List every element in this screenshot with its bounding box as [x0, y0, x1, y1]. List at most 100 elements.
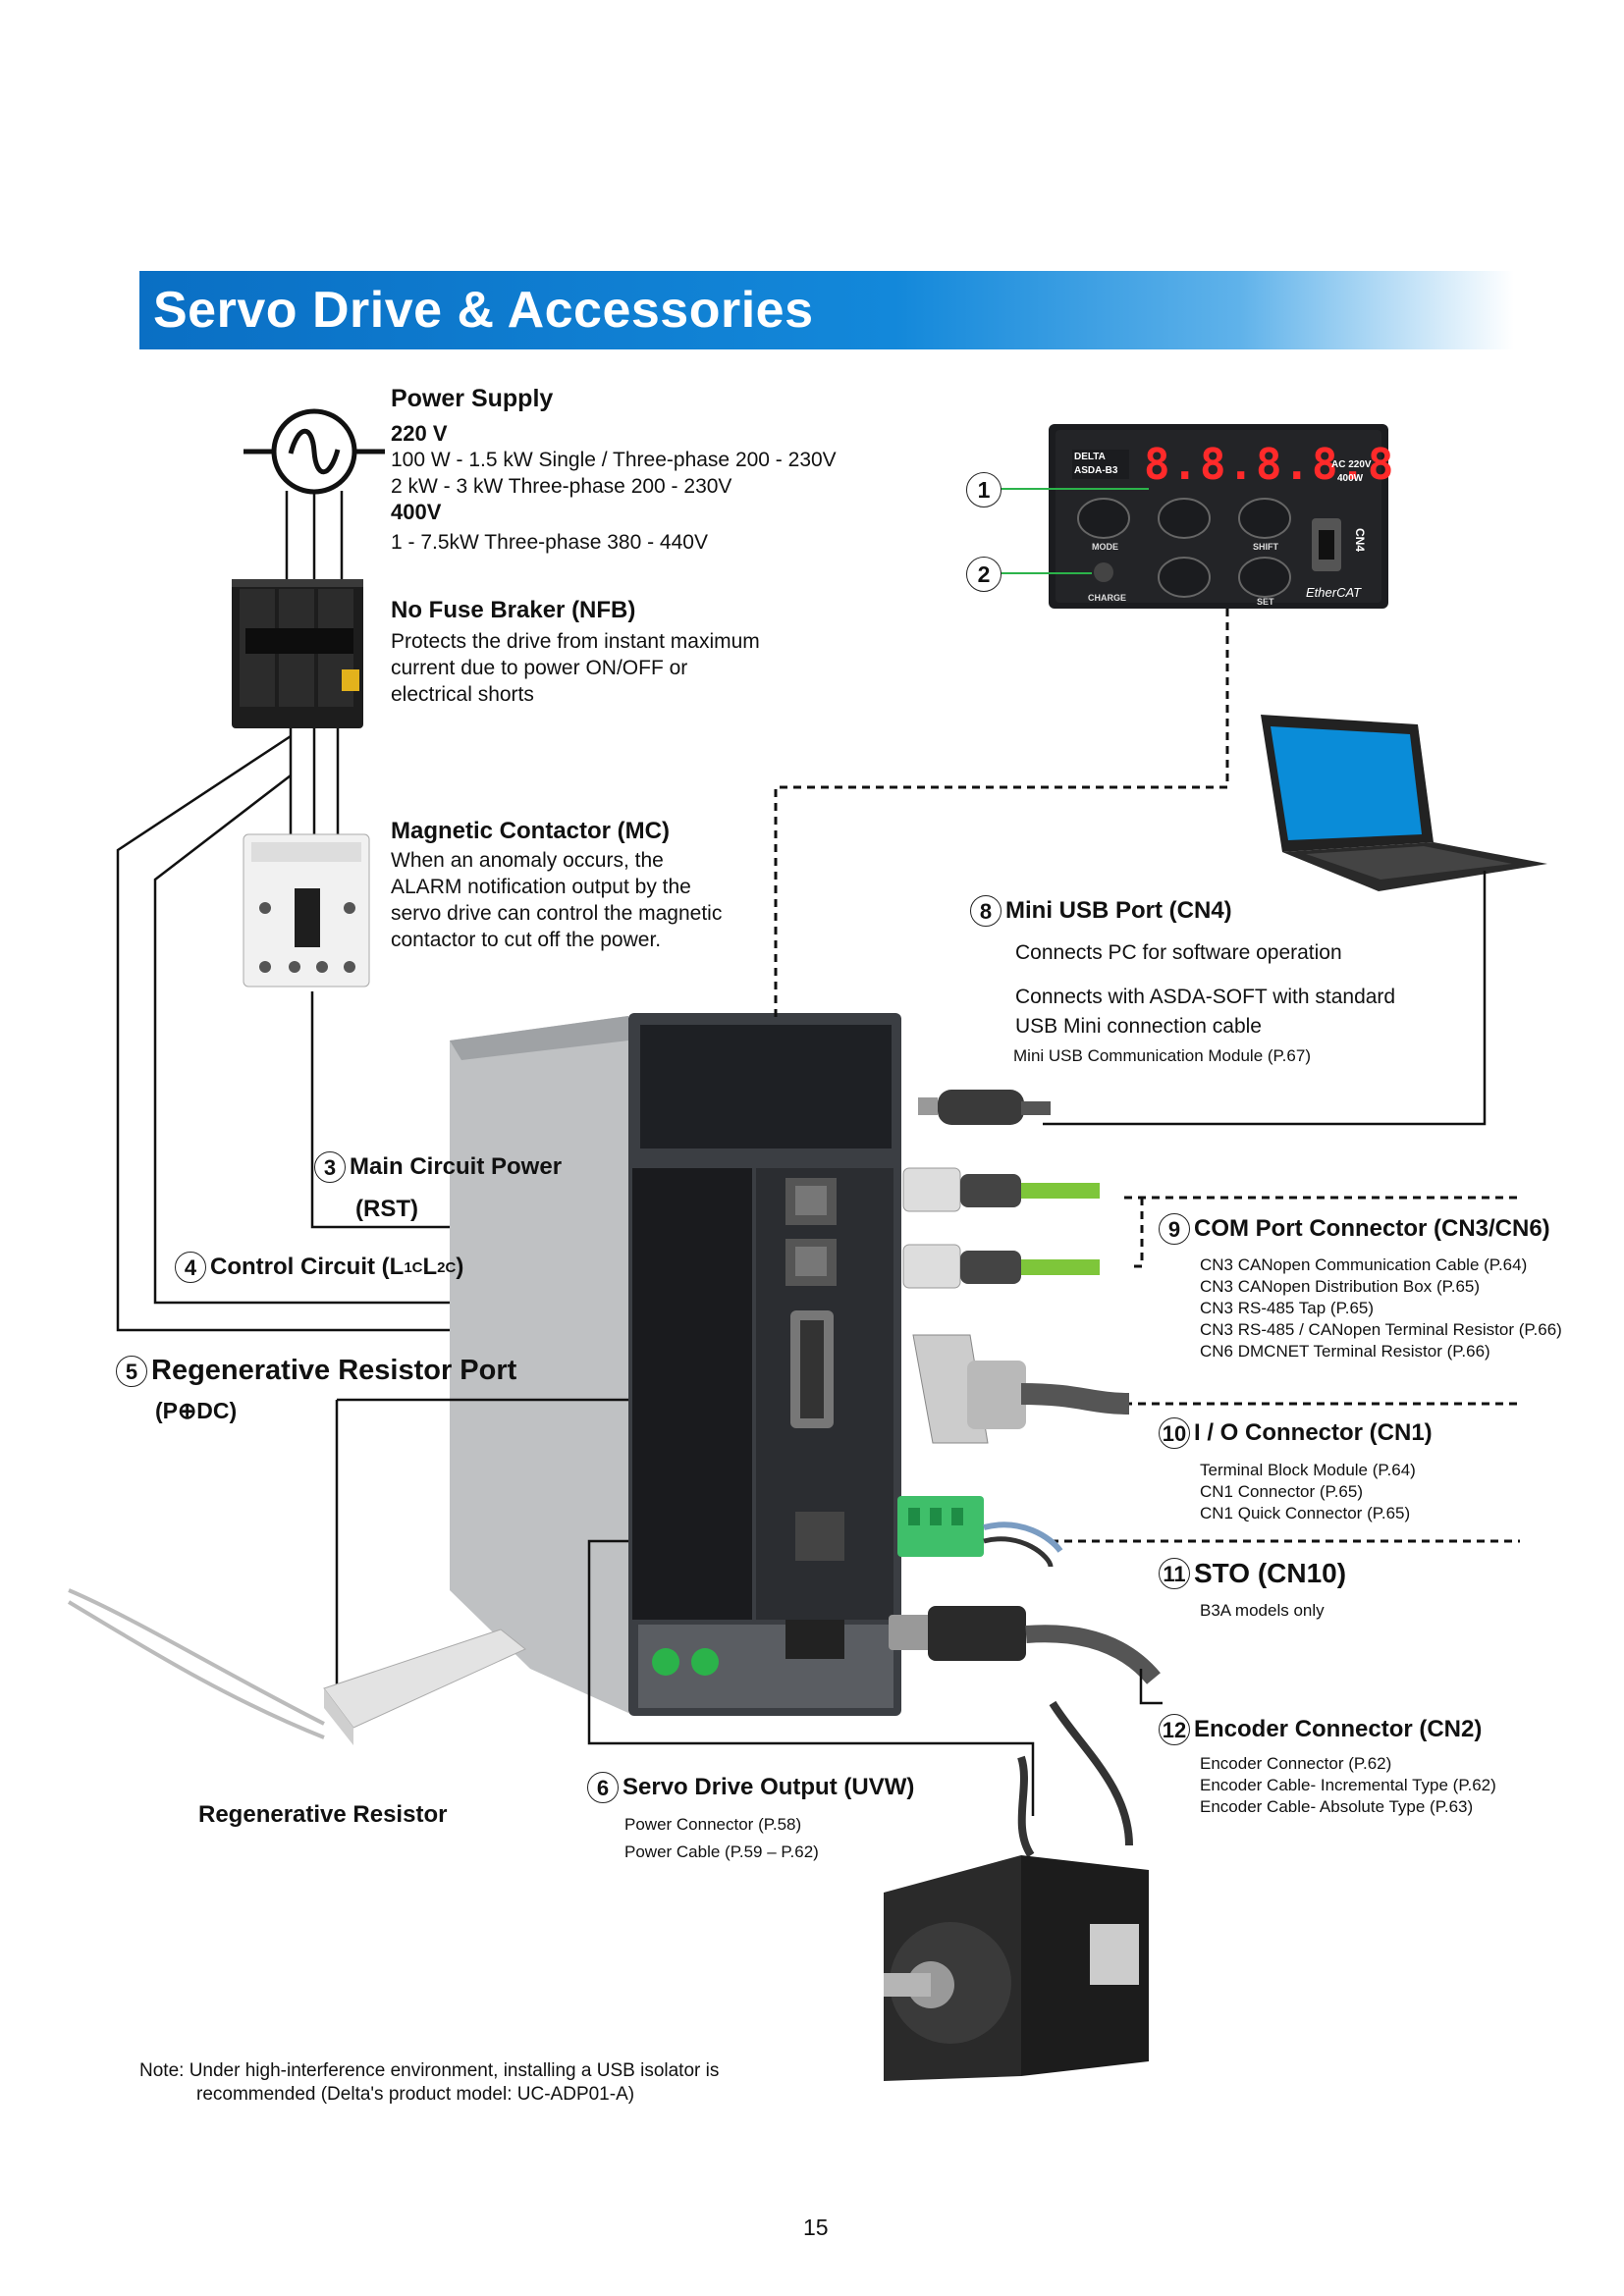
callout-9: 9	[1159, 1213, 1190, 1245]
laptop-image	[1261, 715, 1547, 891]
encoder-item: Encoder Cable- Incremental Type (P.62)	[1200, 1776, 1496, 1794]
usb-desc2: Connects with ASDA-SOFT with standard	[1015, 986, 1396, 1008]
regen-port-sub: (P⊕DC)	[155, 1398, 238, 1423]
control-circuit-title: Control Circuit (L	[210, 1254, 405, 1280]
power-supply-line3: 1 - 7.5kW Three-phase 380 - 440V	[391, 531, 708, 554]
callout-1: 1	[966, 472, 1001, 507]
panel-brand: DELTA	[1074, 452, 1106, 462]
callout-11: 11	[1159, 1558, 1190, 1589]
servo-output-item1: Power Connector (P.58)	[624, 1815, 802, 1834]
encoder-cable-image	[889, 1606, 1161, 1684]
callout-8: 8	[970, 895, 1001, 927]
control-circuit-sub2: 2C	[437, 1258, 457, 1276]
dsub-connector-image	[912, 1334, 1130, 1444]
mc-desc3: servo drive can control the magnetic	[391, 902, 723, 925]
sto-title: STO (CN10)	[1194, 1558, 1347, 1588]
servo-output-item2: Power Cable (P.59 – P.62)	[624, 1842, 819, 1861]
callout-6: 6	[587, 1772, 619, 1803]
encoder-items: Encoder Connector (P.62) Encoder Cable- …	[1200, 1753, 1496, 1818]
rj45-cables-image	[902, 1167, 1100, 1289]
com-item: CN3 CANopen Distribution Box (P.65)	[1200, 1277, 1481, 1296]
nfb-desc2: current due to power ON/OFF or	[391, 657, 688, 679]
regen-port-label: 5 Regenerative Resistor Port	[116, 1355, 516, 1387]
power-supply-400v: 400V	[391, 500, 442, 524]
com-item: CN3 RS-485 / CANopen Terminal Resistor (…	[1200, 1320, 1562, 1339]
nfb-title: No Fuse Braker (NFB)	[391, 597, 636, 623]
callout-12: 12	[1159, 1714, 1190, 1745]
panel-charge-label: CHARGE	[1088, 593, 1127, 603]
io-item: Terminal Block Module (P.64)	[1200, 1461, 1416, 1479]
io-title: I / O Connector (CN1)	[1194, 1419, 1433, 1446]
control-circuit-end: )	[456, 1254, 464, 1280]
panel-rating1: AC 220V	[1331, 459, 1372, 470]
panel-ethercat-label: EtherCAT	[1306, 585, 1362, 600]
usb-label: 8 Mini USB Port (CN4)	[970, 895, 1232, 927]
mc-desc2: ALARM notification output by the	[391, 876, 691, 898]
note-line1: Note: Under high-interference environmen…	[139, 2060, 720, 2081]
encoder-cable-line	[1139, 1669, 1163, 1705]
panel-cn4-label: CN4	[1353, 528, 1367, 553]
mc-desc4: contactor to cut off the power.	[391, 929, 662, 951]
regen-resistor-label: Regenerative Resistor	[198, 1801, 448, 1828]
nfb-desc1: Protects the drive from instant maximum	[391, 630, 760, 653]
mc-desc1: When an anomaly occurs, the	[391, 849, 664, 872]
usb-desc3: USB Mini connection cable	[1015, 1015, 1262, 1038]
panel-set-label: SET	[1257, 597, 1274, 607]
encoder-title: Encoder Connector (CN2)	[1194, 1716, 1483, 1742]
com-label: 9 COM Port Connector (CN3/CN6)	[1159, 1213, 1550, 1245]
motor-cable-image	[1049, 1700, 1133, 1846]
main-power-sub: (RST)	[355, 1196, 418, 1222]
usb-title: Mini USB Port (CN4)	[1005, 897, 1232, 924]
regen-resistor-image	[67, 1588, 526, 1745]
ac-source-icon	[244, 408, 385, 495]
io-item: CN1 Connector (P.65)	[1200, 1482, 1363, 1501]
nfb-breaker-image	[232, 579, 363, 728]
callout-2: 2	[966, 557, 1001, 592]
terminal-block-image	[897, 1496, 1063, 1568]
main-power-title: Main Circuit Power	[350, 1153, 563, 1180]
panel-display: 8.8.8.8.8	[1144, 440, 1396, 490]
usb-desc1: Connects PC for software operation	[1015, 941, 1342, 964]
uvw-line	[587, 1539, 1035, 1816]
callout-3: 3	[314, 1151, 346, 1183]
servo-output-title: Servo Drive Output (UVW)	[623, 1774, 915, 1800]
io-items: Terminal Block Module (P.64) CN1 Connect…	[1200, 1460, 1416, 1524]
usb-cable-line	[1043, 871, 1487, 1126]
com-item: CN6 DMCNET Terminal Resistor (P.66)	[1200, 1342, 1490, 1361]
power-supply-220v: 220 V	[391, 421, 448, 446]
panel-shift-label: SHIFT	[1253, 542, 1278, 552]
sto-item1: B3A models only	[1200, 1601, 1325, 1620]
encoder-item: Encoder Cable- Absolute Type (P.63)	[1200, 1797, 1474, 1816]
io-label: 10 I / O Connector (CN1)	[1159, 1417, 1433, 1449]
supply-wires	[285, 491, 344, 579]
regen-port-title: Regenerative Resistor Port	[151, 1355, 517, 1386]
mc-contactor-image	[243, 833, 370, 988]
note: Note: Under high-interference environmen…	[139, 2059, 719, 2107]
encoder-item: Encoder Connector (P.62)	[1200, 1754, 1392, 1773]
com-items: CN3 CANopen Communication Cable (P.64) C…	[1200, 1255, 1562, 1362]
nfb-desc3: electrical shorts	[391, 683, 534, 706]
callout-4: 4	[175, 1252, 206, 1283]
control-circuit-mid: L	[422, 1254, 438, 1280]
power-supply-line1: 100 W - 1.5 kW Single / Three-phase 200 …	[391, 449, 837, 471]
power-supply-block: Power Supply 220 V 100 W - 1.5 kW Single…	[391, 385, 837, 556]
power-supply-title: Power Supply	[391, 385, 554, 412]
encoder-label: 12 Encoder Connector (CN2)	[1159, 1714, 1482, 1745]
com-item: CN3 CANopen Communication Cable (P.64)	[1200, 1255, 1528, 1274]
com-title: COM Port Connector (CN3/CN6)	[1194, 1215, 1550, 1242]
control-circuit-sub1: 1C	[404, 1258, 423, 1276]
panel-rating2: 400W	[1337, 473, 1364, 484]
main-power-label: 3 Main Circuit Power	[314, 1151, 562, 1183]
panel-model: ASDA-B3	[1074, 465, 1118, 476]
mc-title: Magnetic Contactor (MC)	[391, 818, 670, 844]
note-line2: recommended (Delta's product model: UC-A…	[196, 2084, 635, 2105]
drive-panel-image	[1049, 424, 1388, 609]
page-number: 15	[803, 2215, 829, 2240]
nfb-block: No Fuse Braker (NFB) Protects the drive …	[391, 597, 760, 708]
servo-output-label: 6 Servo Drive Output (UVW)	[587, 1772, 914, 1803]
section-title: Servo Drive & Accessories	[153, 282, 814, 339]
usb-item1: Mini USB Communication Module (P.67)	[1013, 1046, 1311, 1065]
com-item: CN3 RS-485 Tap (P.65)	[1200, 1299, 1375, 1317]
power-supply-line2: 2 kW - 3 kW Three-phase 200 - 230V	[391, 475, 732, 498]
